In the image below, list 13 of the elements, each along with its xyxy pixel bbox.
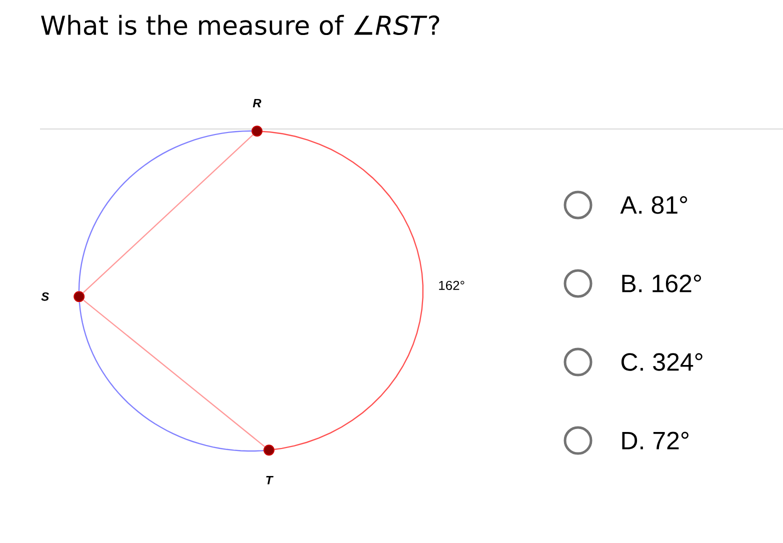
point-label: R [252, 98, 262, 108]
arc [262, 130, 424, 450]
point-label: T [266, 476, 274, 484]
point [74, 291, 85, 302]
answer-option: B. 162° [622, 274, 701, 292]
point-label: S [41, 292, 49, 301]
point [263, 444, 274, 456]
answer-option: C. 324° [621, 353, 702, 371]
answer-option: D. 72° [622, 432, 688, 450]
arc-label: 162° [439, 280, 464, 290]
question-title: What is the measure of ∠RST? [41, 14, 440, 36]
point [252, 126, 262, 137]
answer-option: A. 81° [620, 196, 688, 214]
